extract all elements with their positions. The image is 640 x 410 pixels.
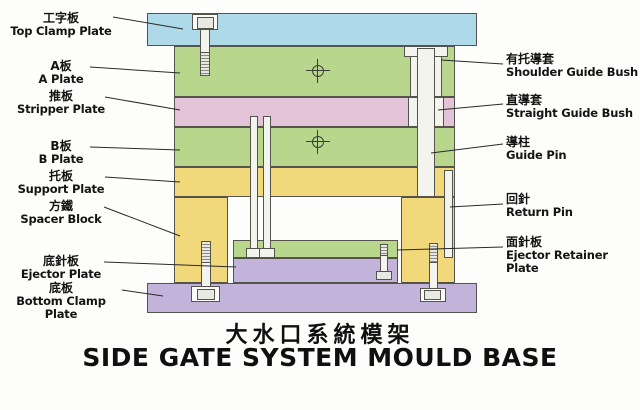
- label-straight-guide-bush: 直導套 Straight Guide Bush: [506, 93, 640, 120]
- ejector-pin-right-head: [259, 248, 275, 258]
- label-bottom-clamp-plate: 底板 Bottom Clamp Plate: [0, 281, 122, 321]
- label-ejector-plate: 底針板 Ejector Plate: [0, 254, 122, 281]
- label-stripper-plate: 推板 Stripper Plate: [0, 89, 122, 116]
- return-pin: [444, 170, 453, 258]
- bottom-right-screw-shaft: [429, 262, 438, 290]
- label-shoulder-guide-bush: 有托導套 Shoulder Guide Bush: [506, 52, 640, 79]
- marker-circle: [312, 65, 324, 77]
- label-en: Ejector Plate: [20, 267, 102, 281]
- label-ejector-retainer-plate: 面針板 Ejector Retainer Plate: [506, 235, 640, 275]
- ejector-pin-right: [263, 116, 271, 252]
- label-guide-pin: 導柱 Guide Pin: [506, 135, 640, 162]
- support-plate: [174, 167, 455, 197]
- label-zh: 底板: [48, 281, 73, 295]
- label-en: Straight Guide Bush: [506, 106, 633, 120]
- label-zh: A板: [50, 59, 72, 73]
- label-zh: 推板: [48, 89, 73, 103]
- label-support-plate: 托板 Support Plate: [0, 169, 122, 196]
- label-zh: 底針板: [42, 254, 79, 268]
- label-en: Spacer Block: [20, 212, 102, 226]
- label-zh: 回針: [506, 192, 531, 206]
- bottom-right-screw-threads: [429, 243, 438, 263]
- label-en: Return Pin: [506, 205, 573, 219]
- label-en: Bottom Clamp Plate: [16, 294, 106, 321]
- label-zh: 有托導套: [506, 52, 555, 66]
- label-en: Top Clamp Plate: [10, 24, 112, 38]
- label-en: B Plate: [38, 152, 84, 166]
- top-screw-threads: [200, 52, 210, 76]
- title-chinese: 大水口系統模架: [225, 323, 415, 348]
- label-en: Support Plate: [17, 182, 105, 196]
- screw-hole-marker-a: [306, 59, 330, 83]
- label-zh: 方鐵: [48, 199, 73, 213]
- label-return-pin: 回針 Return Pin: [506, 192, 640, 219]
- center-screw-head: [376, 271, 392, 280]
- label-en: Shoulder Guide Bush: [506, 65, 638, 79]
- label-zh: B板: [50, 139, 72, 153]
- label-a-plate: A板 A Plate: [0, 59, 122, 86]
- ejector-plate: [233, 258, 398, 283]
- bottom-left-screw-threads: [201, 241, 211, 263]
- label-en: A Plate: [38, 72, 84, 86]
- marker-circle: [312, 136, 324, 148]
- label-top-clamp-plate: 工字板 Top Clamp Plate: [0, 11, 122, 38]
- label-zh: 托板: [48, 169, 73, 183]
- label-en: Ejector Retainer Plate: [506, 248, 608, 275]
- bottom-right-screw-head: [424, 290, 441, 300]
- guide-pin: [417, 48, 435, 197]
- label-zh: 直導套: [506, 93, 543, 107]
- label-zh: 導柱: [506, 135, 531, 149]
- label-b-plate: B板 B Plate: [0, 139, 122, 166]
- bottom-left-screw-head: [197, 289, 215, 300]
- label-zh: 面針板: [506, 235, 543, 249]
- top-screw-shaft: [200, 29, 210, 53]
- label-zh: 工字板: [42, 11, 79, 25]
- label-en: Stripper Plate: [17, 102, 105, 116]
- label-en: Guide Pin: [506, 148, 567, 162]
- title-english: SIDE GATE SYSTEM MOULD BASE: [82, 343, 558, 372]
- label-spacer-block: 方鐵 Spacer Block: [0, 199, 122, 226]
- ejector-pin-left: [250, 116, 258, 252]
- screw-hole-marker-b: [306, 130, 330, 154]
- top-screw-head: [197, 17, 214, 29]
